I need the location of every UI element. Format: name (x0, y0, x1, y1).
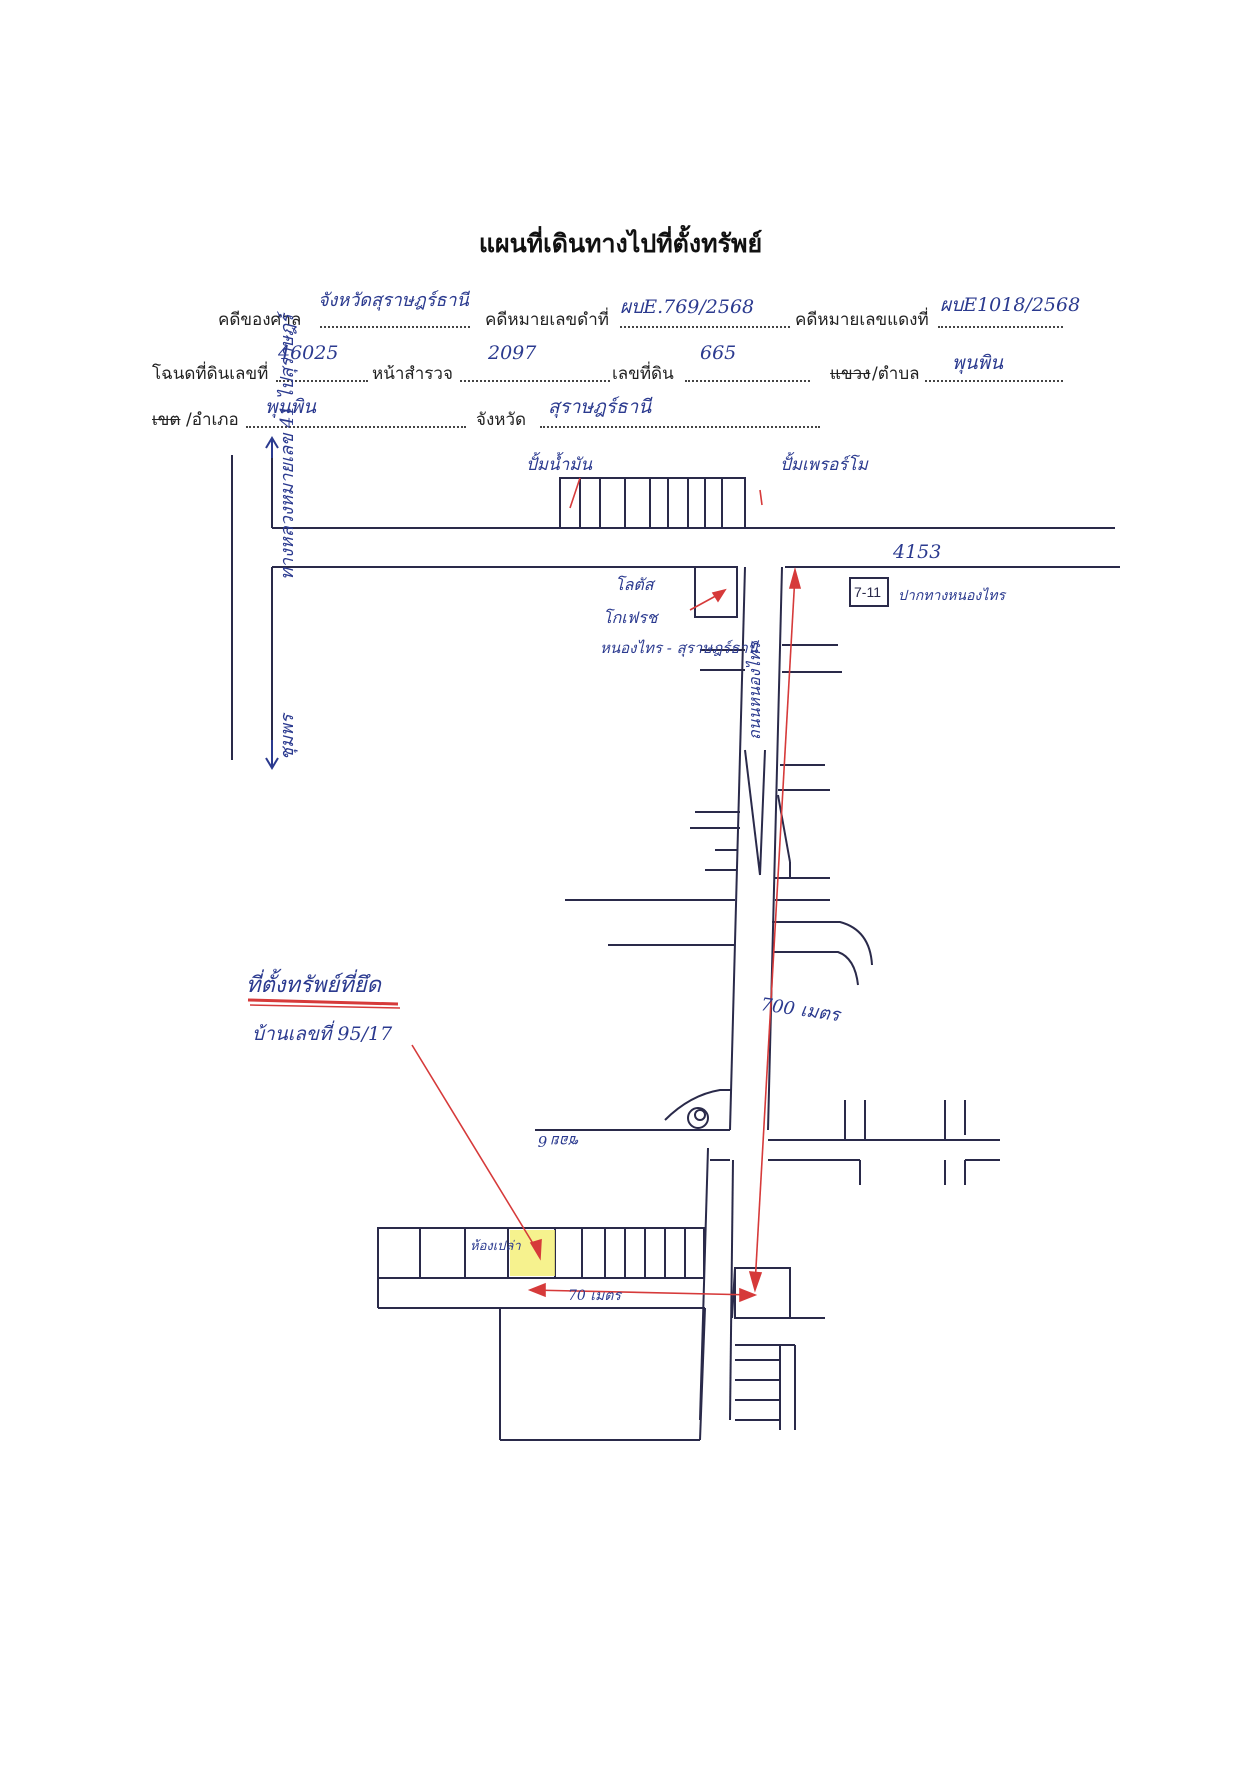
land-no-dots (685, 380, 810, 382)
survey-dots (460, 380, 610, 382)
direction-arrows (265, 436, 279, 770)
distance-70-label: 70 เมตร (568, 1288, 622, 1304)
property-highlight (510, 1230, 555, 1276)
tree-icon (687, 1107, 709, 1129)
black-case-dots (620, 326, 790, 328)
page-title: แผนที่เดินทางไปที่ตั้งทรัพย์ (478, 229, 763, 258)
road-4153-label: 4153 (892, 541, 941, 563)
subdistrict-dots (925, 380, 1063, 382)
deed-dots (276, 380, 368, 382)
court-label: คดีของศาล (218, 310, 302, 330)
property-underline (247, 998, 399, 1006)
district-label: /อำเภอ (186, 410, 239, 430)
black-case-value: ผบE.769/2568 (620, 296, 755, 318)
province-value: สุราษฎร์ธานี (548, 396, 652, 418)
subdistrict-label: /ตำบล (872, 364, 920, 384)
land-no-label: เลขที่ดิน (612, 364, 674, 384)
black-case-label: คดีหมายเลขดำที่ (485, 310, 609, 330)
highway-label: ทางหลวงหมายเลข 41 ไปสุราษฎร์ (276, 310, 298, 580)
survey-label: หน้าสำรวจ (372, 364, 453, 384)
district-dots (246, 426, 466, 428)
district-value: พุนพิน (265, 396, 317, 418)
neighbor-label: ห้องเปล่า (470, 1239, 521, 1254)
south-label: ชุมพร (277, 712, 298, 760)
property-underline-2 (249, 1004, 401, 1009)
red-case-label: คดีหมายเลขแดงที่ (795, 310, 929, 330)
survey-value: 2097 (488, 342, 537, 364)
court-value: จังหวัดสุราษฎร์ธานี (318, 290, 469, 311)
province-label: จังหวัด (476, 410, 527, 430)
deed-label: โฉนดที่ดินเลขที่ (152, 364, 269, 384)
deed-value: 46025 (278, 342, 339, 364)
soi-label: ซอย 6 (537, 1132, 580, 1150)
district-struck: เขต (152, 410, 181, 430)
province-dots (540, 426, 820, 428)
seven-side-label: ปากทางหนองไทร (898, 587, 1006, 604)
property-label: ที่ตั้งทรัพย์ที่ยึด (246, 968, 383, 998)
market-label-3: หนองไทร - สุราษฎร์ธานี (600, 639, 759, 657)
court-dots (320, 326, 470, 328)
red-case-dots (938, 326, 1063, 328)
red-arrows (411, 477, 802, 1303)
house-no-label: บ้านเลขที่ 95/17 (252, 1020, 393, 1045)
land-no-value: 665 (700, 342, 737, 364)
subdistrict-value: พุนพิน (952, 352, 1004, 374)
market-label-2: โกเฟรช (603, 608, 660, 627)
market-label-1: โลตัส (615, 575, 656, 594)
shop-right-label: ปั้มเพรอร์โม (780, 451, 869, 475)
red-case-value: ผบE1018/2568 (940, 294, 1081, 316)
tree-icon-inner (694, 1109, 706, 1121)
road-lines (231, 455, 1120, 1441)
distance-700-label: 700 เมตร (759, 994, 843, 1026)
subdistrict-struck: แขวง (830, 364, 871, 384)
main-road-label: ถนนหนองไทร (745, 640, 764, 740)
seven-eleven-label: 7-11 (854, 584, 881, 600)
shop-left-label: ปั้มน้ำมัน (526, 451, 592, 475)
